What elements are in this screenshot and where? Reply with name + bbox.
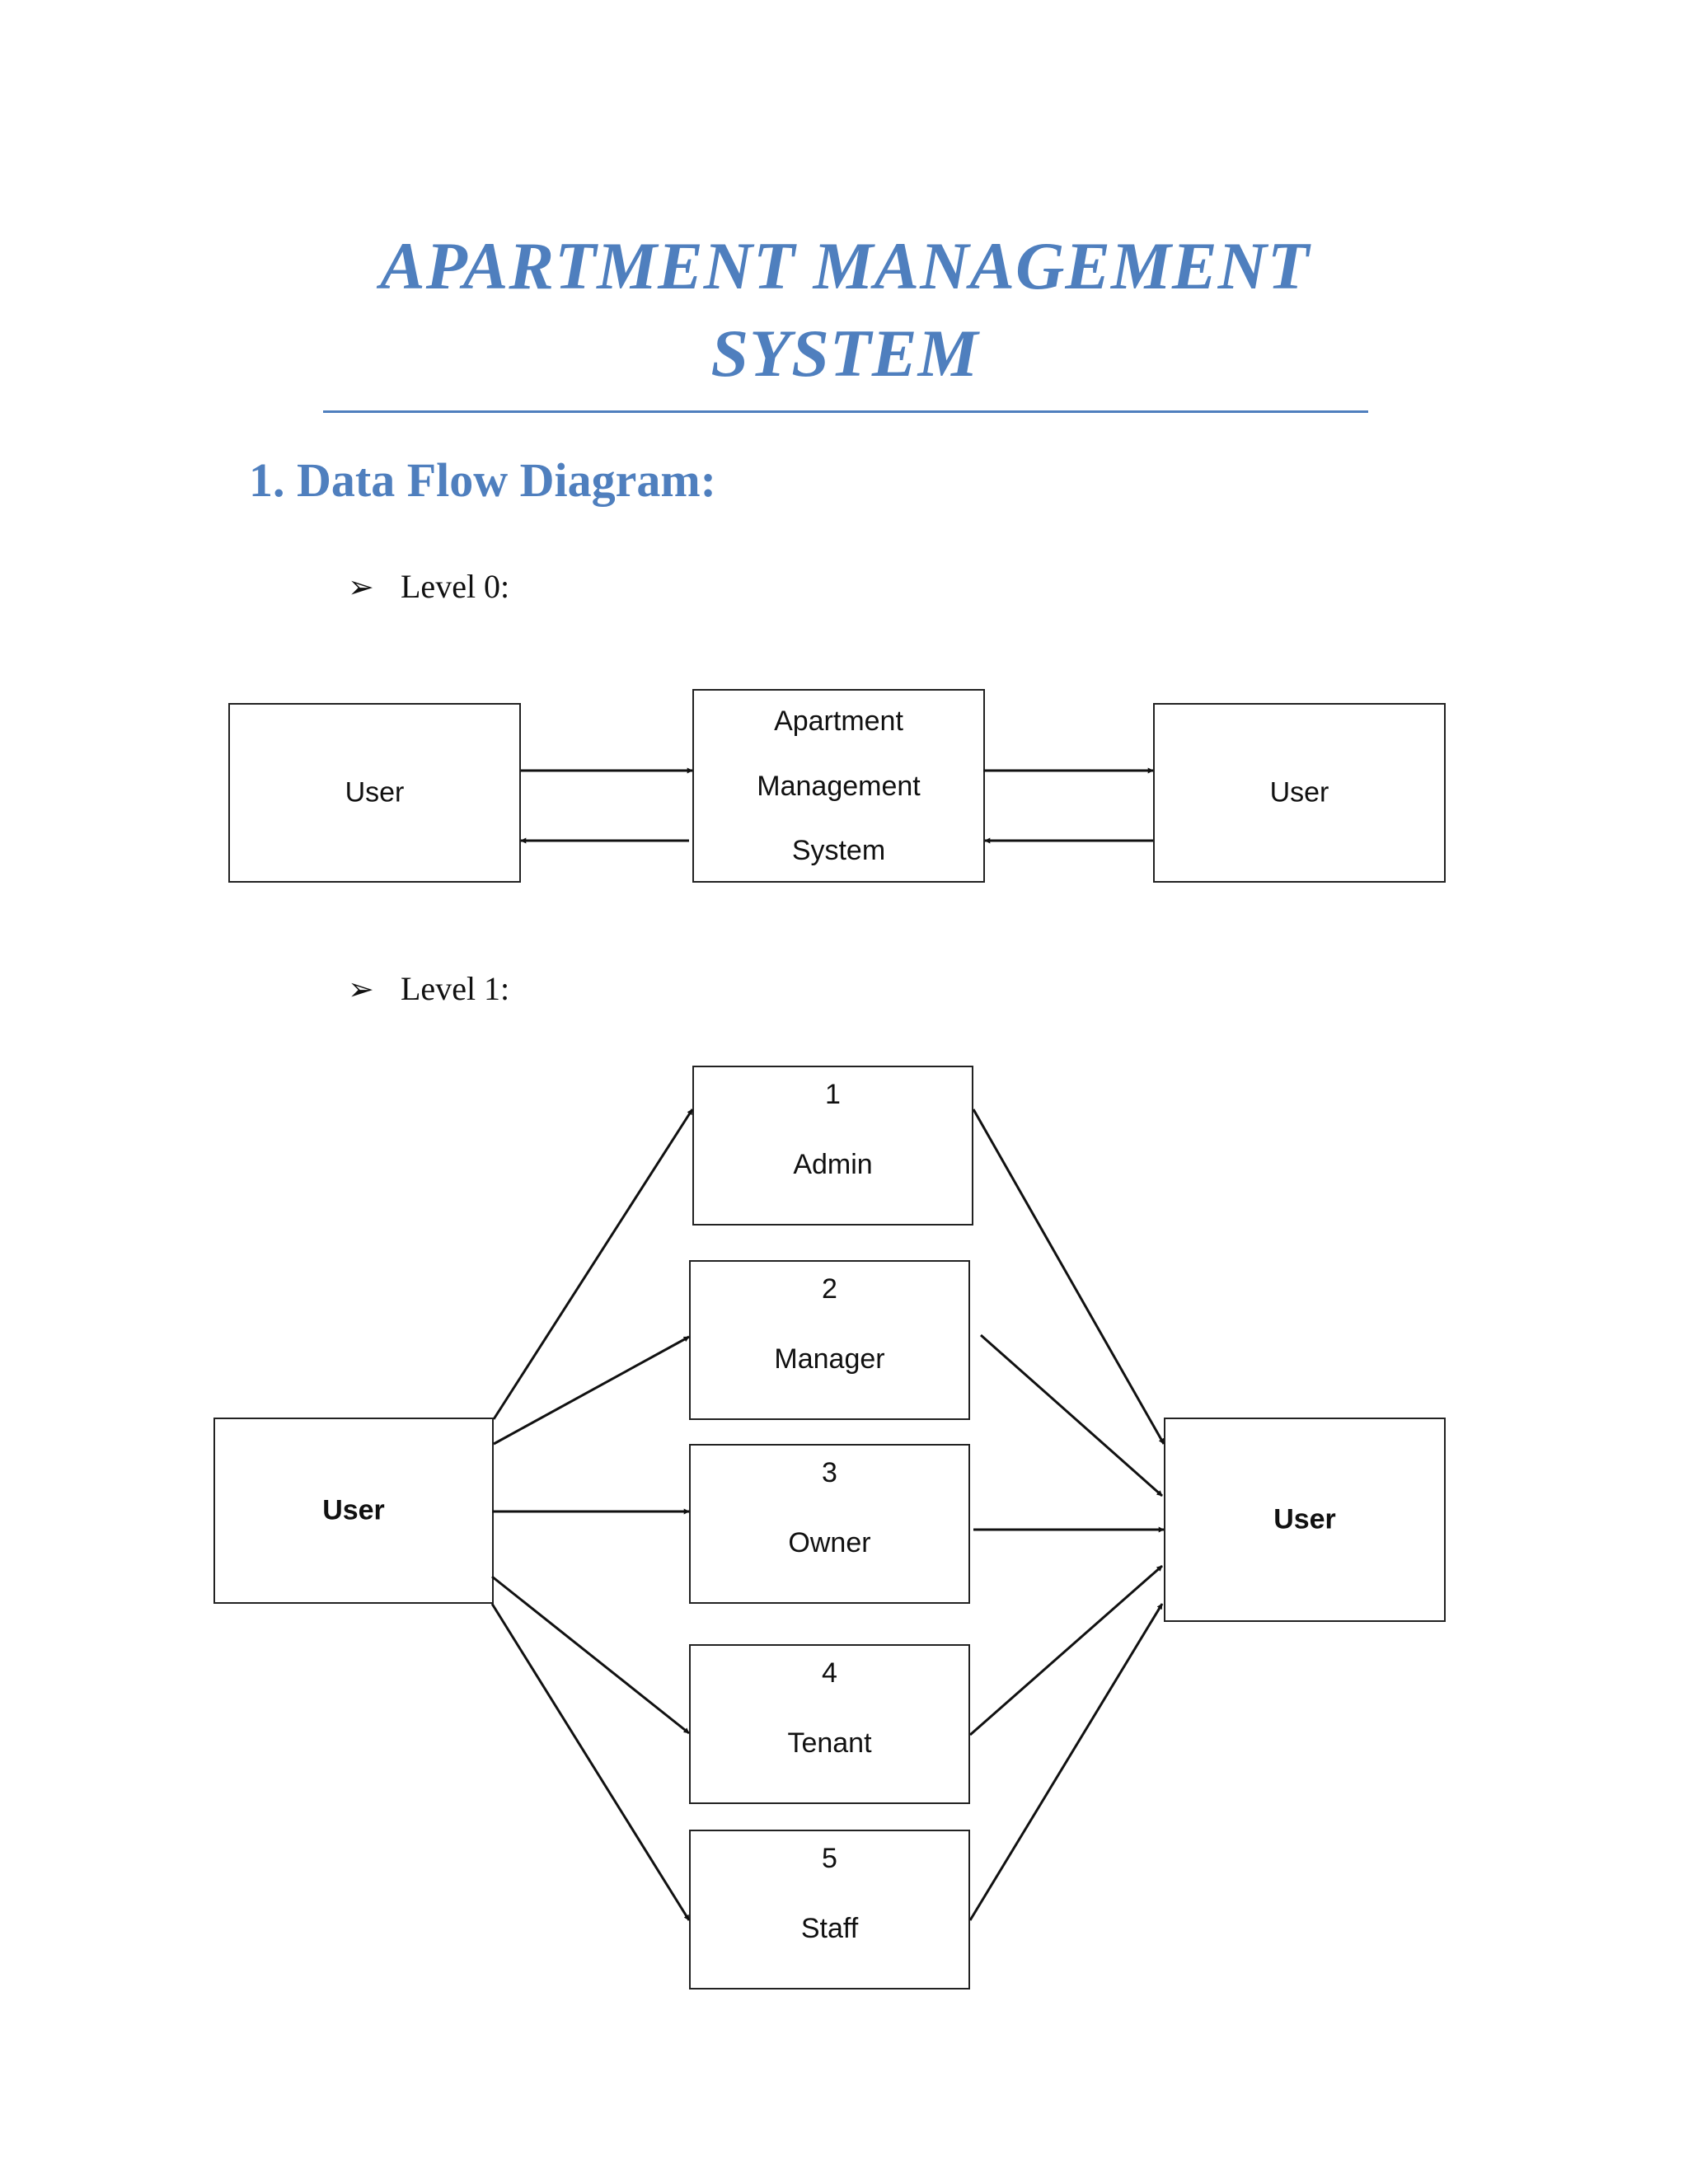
level-0-user-source-label: User [345,776,405,808]
flow-arrow [972,1108,1165,1445]
level-0-user-sink-label: User [1269,776,1329,808]
title-line-1: APARTMENT MANAGEMENT [380,228,1310,303]
level-0-process: Apartment Management System [692,689,985,883]
process-box-tenant: 4 Tenant [689,1644,970,1804]
level-1-label: ➢ Level 1: [348,968,509,1010]
process-number: 4 [822,1657,837,1689]
process-box-manager: 2 Manager [689,1260,970,1420]
process-line-1: Apartment [774,705,903,737]
level-0-text: Level 0: [401,568,510,605]
level-1-user-sink: User [1164,1418,1446,1622]
level-0-label: ➢ Level 0: [348,566,509,608]
flow-arrow [969,1564,1163,1736]
flow-arrow [980,1333,1163,1497]
arrow-bullet-icon: ➢ [348,972,374,1007]
flow-arrow [490,1603,691,1921]
process-box-admin: 1 Admin [692,1066,973,1226]
process-number: 1 [825,1079,841,1110]
level-1-user-sink-label: User [1273,1503,1336,1535]
level-1-text: Level 1: [401,970,510,1007]
level-1-user-source: User [213,1418,494,1604]
section-heading: 1. Data Flow Diagram: [249,452,716,509]
process-box-owner: 3 Owner [689,1444,970,1604]
arrow-bullet-icon: ➢ [348,570,374,605]
flow-arrow [492,1108,694,1420]
process-box-staff: 5 Staff [689,1830,970,1990]
title-line-2: SYSTEM [710,316,979,391]
process-name: Staff [800,1913,859,1944]
process-name: Tenant [787,1727,872,1759]
process-number: 5 [822,1843,837,1874]
section-number: 1. [249,453,285,507]
process-name: Manager [774,1343,885,1375]
process-number: 3 [822,1457,837,1488]
flow-arrow [491,1575,690,1735]
level-0-user-source: User [228,703,521,883]
level-1-user-source-label: User [322,1494,385,1526]
document-title: APARTMENT MANAGEMENT SYSTEM [313,223,1376,397]
flow-arrow [493,1335,690,1446]
level-0-user-sink: User [1153,703,1446,883]
process-line-2: Management [757,771,921,802]
flow-arrow [968,1603,1164,1921]
process-number: 2 [822,1273,837,1305]
title-underline [323,410,1368,413]
process-line-3: System [791,835,886,866]
process-name: Admin [793,1149,873,1180]
process-name: Owner [788,1527,871,1558]
section-title: Data Flow Diagram: [297,453,717,507]
